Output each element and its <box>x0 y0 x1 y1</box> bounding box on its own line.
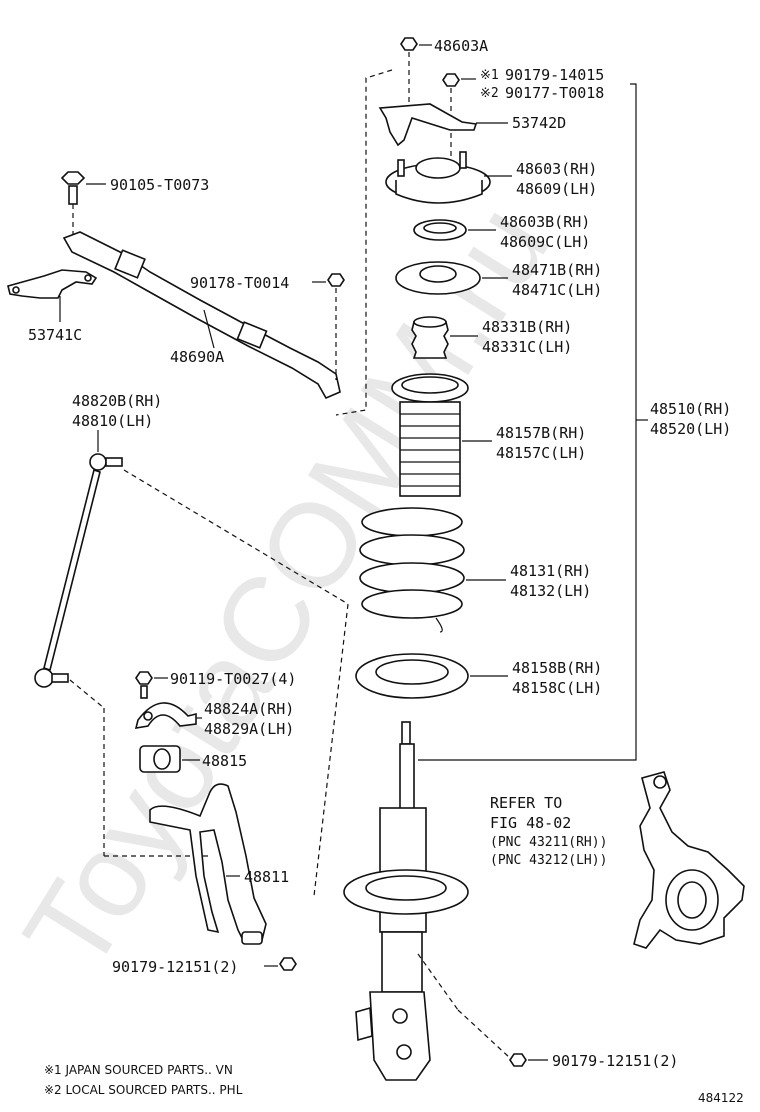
label-48158c: 48158C(LH) <box>512 679 602 697</box>
label-48829a: 48829A(LH) <box>204 720 294 738</box>
label-48820b: 48820B(RH) <box>72 392 162 410</box>
label-48471b: 48471B(RH) <box>512 261 602 279</box>
label-48132: 48132(LH) <box>510 582 591 600</box>
bracket-48824a <box>134 702 197 729</box>
label-90105-t0073: 90105-T0073 <box>110 176 209 194</box>
label-48609c: 48609C(LH) <box>500 233 590 251</box>
stabilizer-bar-48690a <box>62 231 341 400</box>
label-90179-12151-left: 90179-12151(2) <box>112 958 238 976</box>
label-48603a: 48603A <box>434 37 488 55</box>
shock-absorber-48510 <box>343 721 469 1081</box>
label-48158b: 48158B(RH) <box>512 659 602 677</box>
label-90119-t0027: 90119-T0027(4) <box>170 670 296 688</box>
refer-line-3: (PNC 43211(RH)) <box>490 835 607 850</box>
label-48331b: 48331B(RH) <box>482 318 572 336</box>
label-90177-t0018: 90177-T0018 <box>505 84 604 102</box>
label-sym1: ※1 <box>480 68 499 83</box>
label-48510: 48510(RH) <box>650 400 731 418</box>
footnote-1: ※1 JAPAN SOURCED PARTS.. VN <box>44 1063 233 1077</box>
nut-48603a <box>400 37 418 112</box>
upper-mount-48603 <box>385 151 491 204</box>
nut-90179-12151-left <box>279 957 297 971</box>
bolt-90119-t0027 <box>135 671 153 699</box>
nut-90179-12151-right <box>417 953 527 1067</box>
refer-line-2: FIG 48-02 <box>490 814 571 832</box>
stabilizer-link-48820b <box>34 453 123 688</box>
label-48811: 48811 <box>244 868 289 886</box>
label-48824a: 48824A(RH) <box>204 700 294 718</box>
label-90179-12151-right: 90179-12151(2) <box>552 1052 678 1070</box>
label-48331c: 48331C(LH) <box>482 338 572 356</box>
figure-number: 484122 <box>698 1091 744 1105</box>
bump-stopper-48331b <box>411 316 449 359</box>
label-48815: 48815 <box>202 752 247 770</box>
lower-insulator-48158b <box>355 653 469 699</box>
label-48471c: 48471C(LH) <box>512 281 602 299</box>
label-48603b: 48603B(RH) <box>500 213 590 231</box>
label-48157b: 48157B(RH) <box>496 424 586 442</box>
label-90178-t0014: 90178-T0014 <box>190 274 289 292</box>
coil-spring-48131 <box>359 507 465 633</box>
label-90179-14015: 90179-14015 <box>505 66 604 84</box>
bracket-dash-top <box>335 69 393 416</box>
label-48131: 48131(RH) <box>510 562 591 580</box>
assembly-bracket-48510 <box>418 83 637 761</box>
bracket-53742d <box>378 103 478 147</box>
steering-knuckle <box>633 771 745 949</box>
label-53741c: 53741C <box>28 326 82 344</box>
bolt-90105-t0073 <box>60 171 86 236</box>
refer-line-1: REFER TO <box>490 794 562 812</box>
label-48603: 48603(RH) <box>516 160 597 178</box>
footnote-2: ※2 LOCAL SOURCED PARTS.. PHL <box>44 1083 243 1097</box>
bracket-53741c <box>7 269 98 299</box>
nut-90178-t0014 <box>327 273 345 380</box>
label-sym2: ※2 <box>480 86 499 101</box>
label-48609: 48609(LH) <box>516 180 597 198</box>
spring-seat-48471b <box>395 261 481 295</box>
label-48810: 48810(LH) <box>72 412 153 430</box>
dust-boot-48157b <box>391 373 469 497</box>
label-53742d: 53742D <box>512 114 566 132</box>
bushing-48815 <box>139 745 181 773</box>
label-48157c: 48157C(LH) <box>496 444 586 462</box>
label-48520: 48520(LH) <box>650 420 731 438</box>
refer-line-4: (PNC 43212(LH)) <box>490 853 607 868</box>
stabilizer-bar-48811 <box>149 783 267 945</box>
bearing-48603b <box>413 219 467 241</box>
label-48690a: 48690A <box>170 348 224 366</box>
